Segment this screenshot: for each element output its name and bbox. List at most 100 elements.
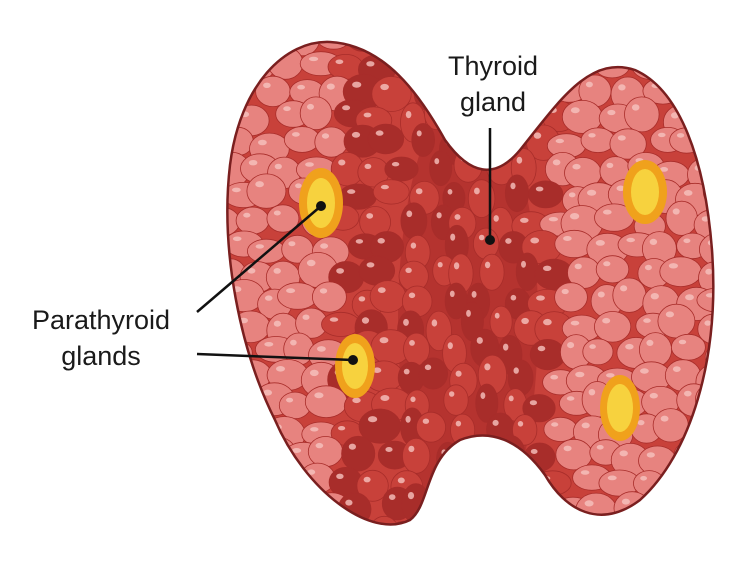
lobule-highlight: [354, 28, 362, 33]
lobule-highlight: [481, 392, 486, 399]
lobule-highlight: [214, 472, 222, 478]
lobule-highlight: [448, 342, 453, 349]
lobule-highlight: [366, 61, 374, 66]
lobule: [280, 495, 313, 524]
lobule-highlight: [373, 37, 382, 42]
lobule-highlight: [270, 524, 279, 529]
lobule-highlight: [563, 236, 572, 241]
lobule: [639, 333, 671, 367]
lobule-highlight: [567, 396, 575, 400]
lobule: [674, 21, 707, 54]
lobule: [220, 496, 250, 530]
lobule-highlight: [255, 181, 264, 187]
lobule-highlight: [352, 82, 361, 88]
lobule: [544, 417, 577, 441]
lobule-highlight: [473, 443, 479, 450]
lobule-highlight: [713, 449, 720, 454]
lobule-highlight: [228, 398, 237, 403]
lobule: [401, 203, 427, 239]
lobule-highlight: [597, 445, 604, 450]
lobule: [662, 471, 699, 501]
lobule: [617, 30, 651, 59]
lobule: [665, 55, 703, 82]
lobule: [300, 520, 339, 547]
lobule: [300, 97, 332, 130]
lobule: [370, 281, 406, 313]
lobule-highlight: [385, 447, 392, 452]
lobule-highlight: [290, 340, 297, 346]
lobule-highlight: [511, 295, 517, 301]
lobule-highlight: [251, 59, 258, 64]
lobule-highlight: [712, 181, 721, 187]
lobule-highlight: [572, 59, 579, 64]
lobule: [215, 514, 247, 547]
lobule: [666, 201, 697, 235]
lobule: [702, 126, 730, 154]
leader-dot-thyroid: [485, 235, 495, 245]
lobule-highlight: [275, 164, 282, 170]
lobule-highlight: [288, 241, 295, 246]
lobule-highlight: [405, 268, 411, 273]
lobule-highlight: [362, 317, 369, 323]
lobule-highlight: [534, 132, 541, 138]
lobule: [231, 517, 271, 550]
lobule-highlight: [286, 288, 295, 293]
lobule: [644, 492, 683, 525]
lobule-highlight: [602, 318, 610, 324]
lobule-highlight: [367, 262, 375, 267]
lobule-highlight: [457, 472, 462, 479]
lobule-highlight: [263, 83, 271, 88]
lobule: [430, 462, 455, 497]
lobule-highlight: [338, 160, 345, 166]
lobule: [416, 412, 445, 442]
lobule-highlight: [409, 340, 415, 346]
leader-dot-parathyroid-upper: [316, 201, 326, 211]
lobule-highlight: [233, 237, 242, 242]
lobule-highlight: [495, 313, 500, 319]
lobule: [515, 519, 540, 555]
lobule: [594, 312, 630, 343]
lobule-highlight: [322, 133, 329, 138]
lobule: [322, 312, 360, 336]
lobule: [472, 130, 501, 168]
lobule-highlight: [283, 106, 291, 111]
lobule: [419, 358, 448, 389]
lobule: [236, 207, 269, 234]
lobule-highlight: [669, 519, 677, 525]
lobule: [694, 467, 729, 496]
lobule-highlight: [650, 393, 658, 399]
lobule: [555, 283, 588, 312]
lobule-highlight: [378, 287, 386, 293]
lobule-highlight: [472, 496, 478, 503]
lobule-highlight: [434, 158, 439, 164]
lobule-highlight: [226, 82, 233, 86]
lobule-highlight: [658, 133, 666, 137]
lobule-highlight: [620, 285, 627, 291]
lobule-highlight: [632, 104, 640, 110]
lobule-highlight: [432, 525, 437, 531]
lobule-highlight: [212, 213, 220, 218]
lobule-highlight: [596, 240, 605, 246]
lobule-highlight: [556, 139, 564, 143]
lobule-highlight: [685, 294, 694, 300]
lobule: [697, 421, 728, 445]
lobule-highlight: [432, 319, 438, 326]
lobule: [543, 520, 579, 554]
lobule-highlight: [450, 291, 455, 297]
lobule: [625, 97, 660, 132]
lobule: [226, 27, 257, 54]
lobule-highlight: [503, 344, 508, 351]
lobule: [642, 25, 682, 54]
lobule-highlight: [297, 85, 305, 90]
lobule-highlight: [677, 133, 684, 138]
lobule-highlight: [330, 317, 338, 321]
lobule: [632, 52, 671, 80]
lobule-highlight: [287, 501, 294, 506]
lobule: [308, 437, 342, 467]
lobule-highlight: [603, 529, 610, 534]
lobule-highlight: [438, 262, 443, 267]
lobule: [505, 175, 528, 212]
lobule: [495, 435, 525, 470]
lobule-highlight: [646, 340, 653, 346]
lobule-highlight: [279, 476, 286, 482]
